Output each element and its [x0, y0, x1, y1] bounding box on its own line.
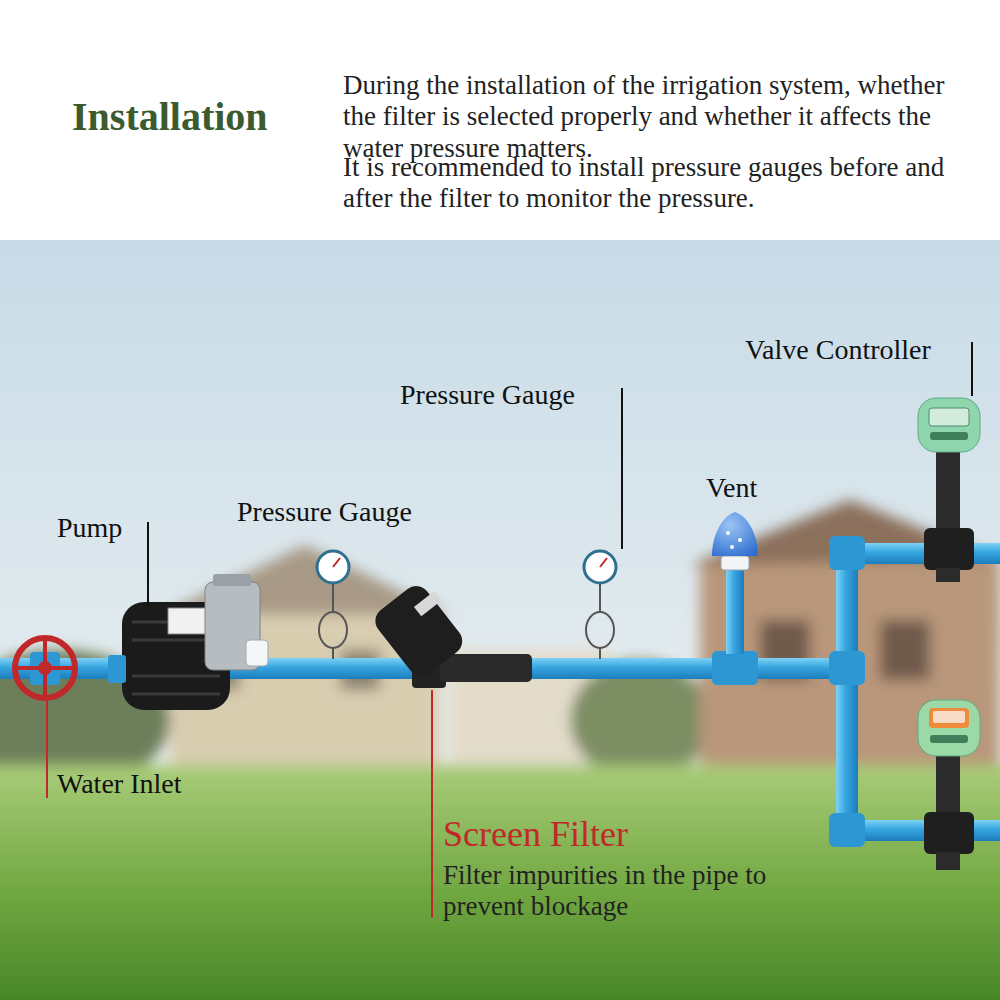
window [880, 620, 930, 680]
gauge-stem [599, 584, 601, 612]
gauge-coil [319, 612, 347, 648]
motor-fin [132, 675, 220, 678]
inlet-valve-wheel [15, 638, 75, 698]
controller-buttons [930, 735, 968, 743]
part-label: Vent [706, 472, 757, 504]
controller-screen [929, 408, 969, 426]
blurred-background [0, 500, 1000, 1000]
leader-line [621, 388, 623, 549]
title: Installation [72, 94, 268, 140]
pressure-gauge-inlet [317, 551, 349, 659]
valve-stem [936, 448, 960, 532]
valve-controller-lower [918, 700, 980, 870]
vent-dot [738, 538, 742, 542]
gauge-stem [599, 648, 601, 659]
vent-collar [721, 556, 749, 570]
leader-line [431, 690, 433, 918]
vent-pipe [726, 568, 744, 654]
pipework [0, 536, 1000, 847]
gauge-stem [332, 584, 334, 612]
callout-heading: Screen Filter [443, 814, 628, 856]
pump [108, 574, 268, 710]
wheel-rim [15, 638, 75, 698]
tee [829, 651, 865, 685]
valve-fitting [924, 812, 974, 854]
part-label: Pressure Gauge [237, 496, 412, 528]
part-label: Water Inlet [57, 768, 181, 800]
filter-sticker [414, 591, 442, 616]
part-label: Pump [57, 512, 122, 544]
controller-body [918, 398, 980, 452]
leader-line [147, 522, 149, 606]
gauge-coil [586, 612, 614, 648]
pump-inlet [108, 655, 126, 683]
part-label: Valve Controller [745, 334, 931, 366]
intro-text: It is recommended to install pressure ga… [343, 152, 983, 215]
controller-face [929, 708, 969, 728]
vent-dot [726, 531, 730, 535]
riser-pipe [836, 543, 858, 840]
gauge-dial [317, 551, 349, 583]
header-band [0, 0, 1000, 240]
air-vent [712, 512, 758, 570]
wheel-hub [38, 661, 52, 675]
part-label: Pressure Gauge [400, 379, 575, 411]
gauge-needle [333, 558, 340, 567]
pump-outlet [246, 640, 268, 666]
motor-fin [132, 693, 220, 696]
vent-dot [730, 545, 734, 549]
intro-text: During the installation of the irrigatio… [343, 70, 983, 164]
pressure-gauge-outlet [584, 551, 616, 659]
callout-text: Filter impurities in the pipe to prevent… [443, 860, 843, 923]
valve-outlet [936, 568, 960, 582]
elbow [829, 813, 865, 847]
valve-fitting [924, 528, 974, 570]
leader-lines [47, 342, 972, 918]
controller-body [918, 700, 980, 756]
gauge-needle [600, 558, 607, 567]
leader-line [46, 700, 48, 798]
leader-line [971, 342, 973, 396]
elbow [829, 536, 865, 570]
filter-canister [370, 580, 468, 681]
gauge-dial [584, 551, 616, 583]
gauge-stem [332, 648, 334, 659]
screen-filter [370, 580, 532, 688]
tee [712, 651, 758, 685]
pump-valve [213, 574, 251, 586]
controller-screen [933, 711, 965, 723]
valve-controller-upper [918, 398, 980, 582]
filter-body [440, 654, 532, 682]
valve-outlet [936, 852, 960, 870]
vent-cap [712, 512, 758, 556]
controller-buttons [930, 432, 968, 440]
